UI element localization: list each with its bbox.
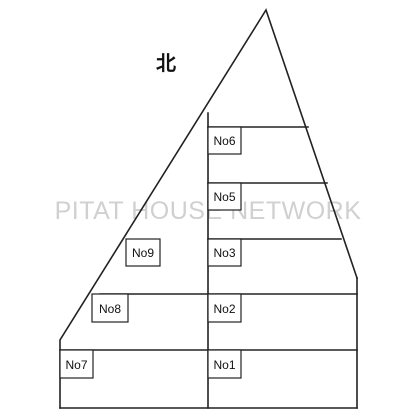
lot-label-box: [91, 293, 129, 323]
lot-no3: No3: [207, 238, 242, 267]
lot-label: No8: [99, 302, 121, 316]
lot-label-box: [207, 238, 242, 267]
lot-label: No9: [132, 246, 154, 260]
lot-label-box: [207, 293, 242, 323]
lot-no8: No8: [91, 293, 129, 323]
lot-label: No6: [213, 134, 235, 148]
lot-label: No7: [65, 358, 87, 372]
lot-label: No3: [213, 246, 235, 260]
lot-label-box: [125, 238, 161, 267]
lot-no9: No9: [125, 238, 161, 267]
north-label: 北: [156, 51, 176, 75]
lot-label-box: [207, 349, 242, 379]
lot-label-box: [59, 349, 94, 379]
lot-no1: No1: [207, 349, 242, 379]
lot-label: No5: [213, 190, 235, 204]
lot-label: No2: [213, 302, 235, 316]
lot-no5: No5: [207, 182, 242, 211]
lot-no2: No2: [207, 293, 242, 323]
lot-no6: No6: [207, 126, 242, 155]
lot-label-box: [207, 126, 242, 155]
lot-label-box: [207, 182, 242, 211]
lot-no7: No7: [59, 349, 94, 379]
lot-label: No1: [213, 358, 235, 372]
